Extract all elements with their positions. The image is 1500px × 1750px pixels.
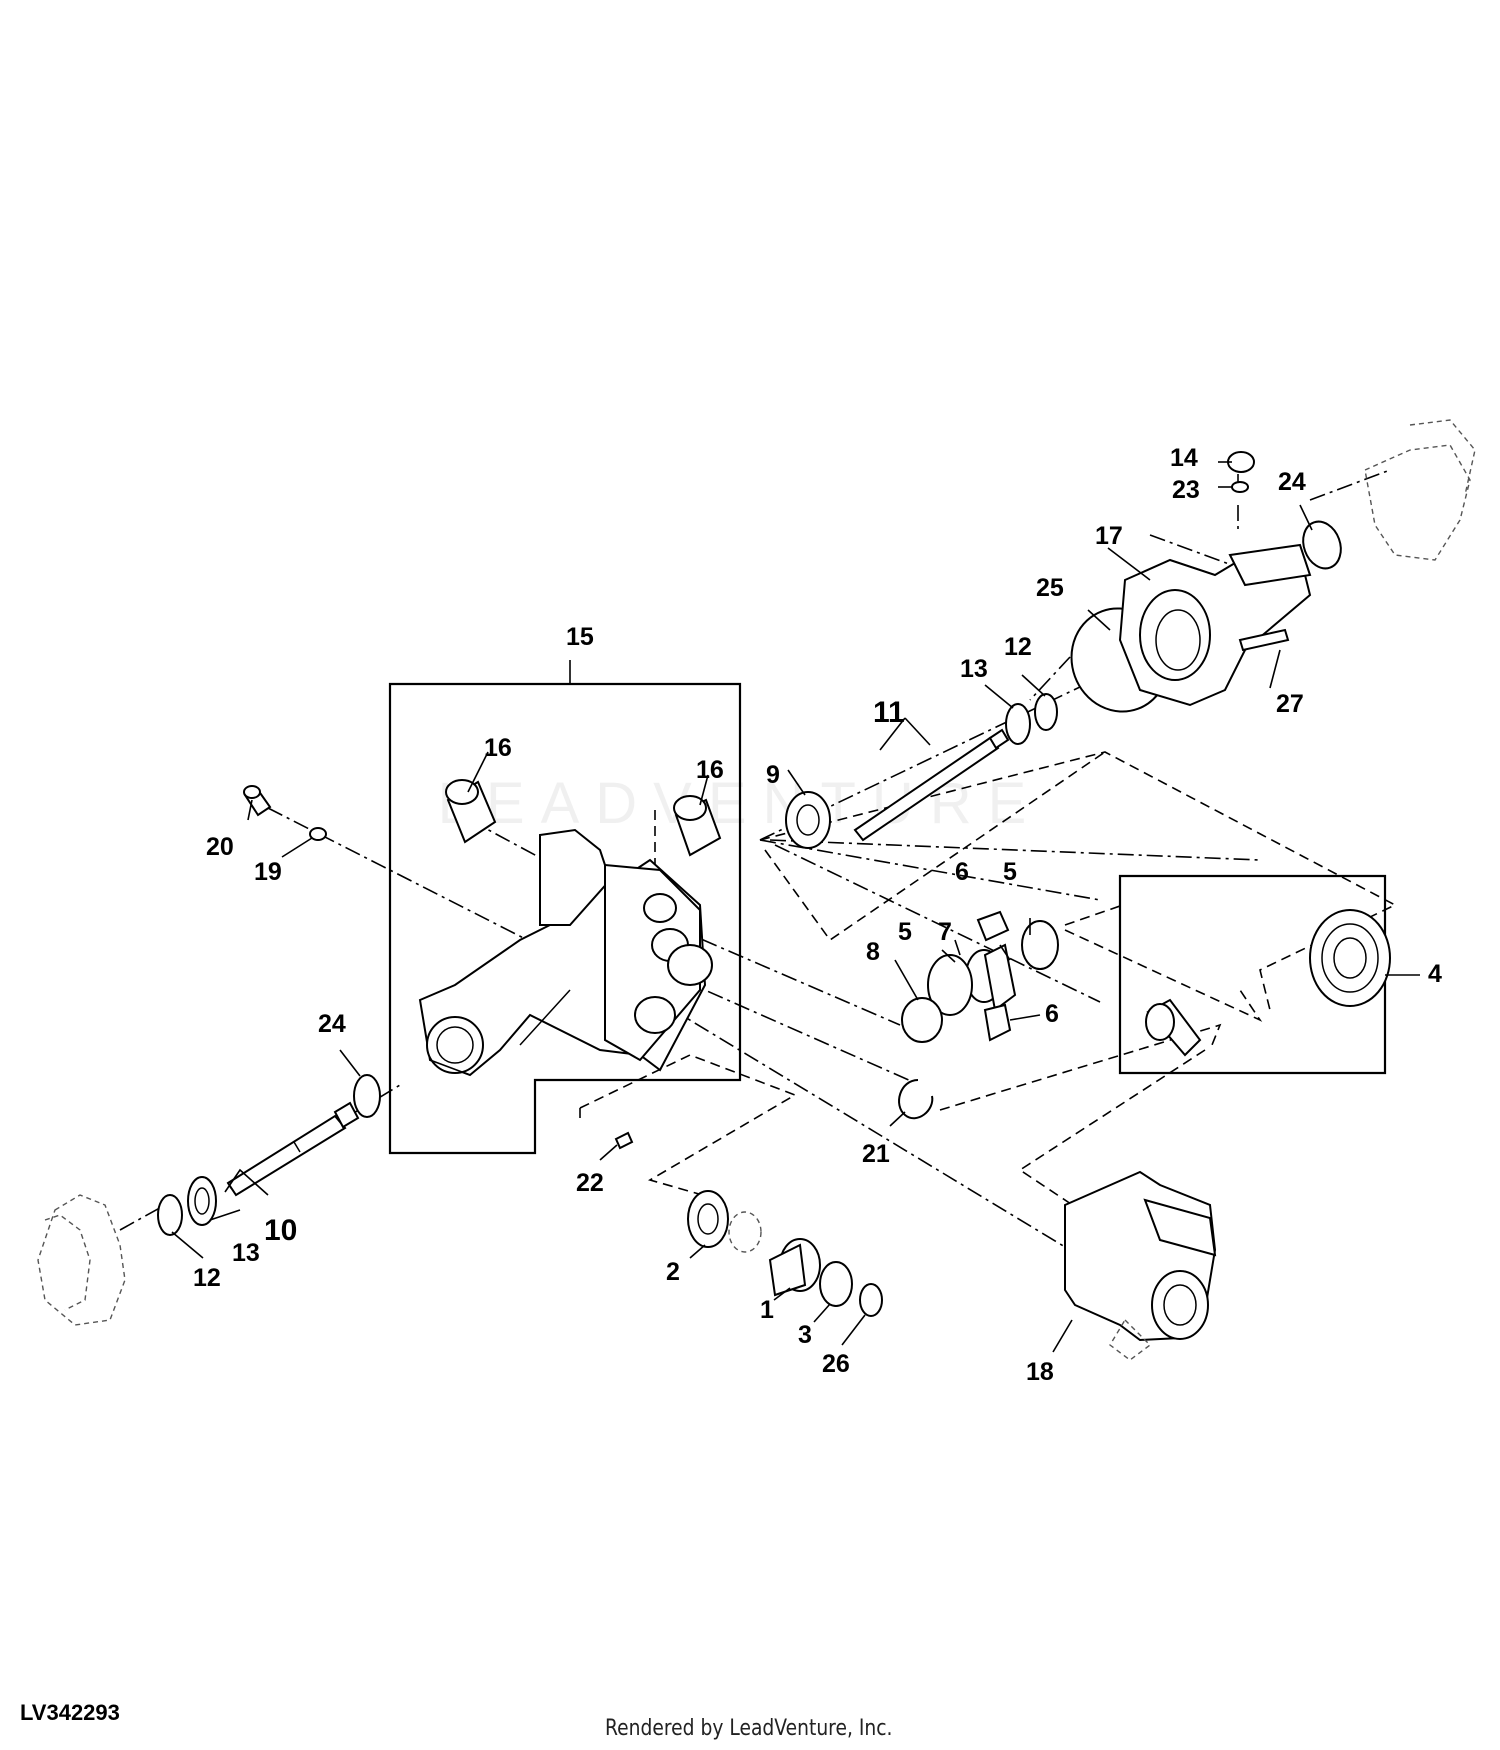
- bearing-left: [187, 1176, 217, 1226]
- callout-9: 9: [766, 761, 780, 789]
- callout-5a: 5: [898, 918, 912, 946]
- callout-24a: 24: [318, 1010, 346, 1038]
- axle-shaft-left: [226, 1101, 360, 1197]
- callout-25: 25: [1036, 574, 1064, 602]
- bolt-27: [1238, 628, 1290, 652]
- o-ring-left: [353, 1074, 381, 1118]
- callout-labels: 1 2 3 4 5 5 6 6 7 8 9 10 11 12 12 13 13 …: [193, 444, 1442, 1386]
- callout-24b: 24: [1278, 468, 1306, 496]
- callout-1: 1: [760, 1296, 774, 1324]
- lower-axle-housing: [1064, 1170, 1217, 1361]
- bearing-9-inner: [796, 804, 820, 836]
- pinion-gear-1: [768, 1238, 821, 1297]
- differential-gears: [901, 910, 1059, 1043]
- bearing-left-inner: [194, 1187, 210, 1215]
- callout-19: 19: [254, 858, 282, 886]
- snap-ring: [898, 1079, 934, 1120]
- callout-12a: 12: [193, 1264, 221, 1292]
- callout-21: 21: [862, 1140, 890, 1168]
- wheel-hub-right-outline: [1364, 419, 1476, 561]
- callout-17: 17: [1095, 522, 1123, 550]
- callout-11: 11: [873, 696, 905, 729]
- o-ring-right: [1302, 520, 1342, 570]
- callout-10: 10: [264, 1214, 297, 1247]
- roll-pin: [614, 1131, 634, 1150]
- upper-axle-housing: [1118, 543, 1312, 707]
- axle-housing: [418, 828, 713, 1077]
- callout-15: 15: [566, 623, 594, 651]
- callout-3: 3: [798, 1321, 812, 1349]
- axle-shaft-right: [853, 728, 1010, 842]
- assembly-route-lines: [579, 751, 1397, 1211]
- callout-13b: 13: [960, 655, 988, 683]
- callout-12b: 12: [1004, 633, 1032, 661]
- washer-19: [309, 827, 327, 841]
- callout-18: 18: [1026, 1358, 1054, 1386]
- washer-23: [1231, 481, 1249, 493]
- callout-6b: 6: [1045, 1000, 1059, 1028]
- callout-7: 7: [938, 918, 952, 946]
- callout-4: 4: [1428, 960, 1442, 988]
- image-id-label: LV342293: [20, 1700, 120, 1725]
- ring-gear: [1309, 909, 1391, 1007]
- bushing-right: [673, 795, 722, 857]
- plug-bolt: [243, 785, 272, 817]
- bearing-26: [859, 1283, 883, 1317]
- wheel-hub-left-outline: [37, 1194, 126, 1326]
- render-credit: Rendered by LeadVenture, Inc.: [605, 1716, 893, 1741]
- callout-26: 26: [822, 1350, 850, 1378]
- bearing-3: [819, 1261, 853, 1307]
- callout-23: 23: [1172, 476, 1200, 504]
- bushing-left: [445, 779, 497, 844]
- callout-16b: 16: [696, 756, 724, 784]
- callout-16a: 16: [484, 734, 512, 762]
- housing-assembly-frame: [388, 682, 742, 1155]
- gear-left: [157, 1194, 183, 1236]
- callout-6a: 6: [955, 858, 969, 886]
- callout-13a: 13: [232, 1239, 260, 1267]
- drive-pinion: [1145, 998, 1202, 1057]
- callout-2: 2: [666, 1258, 680, 1286]
- bearing-2: [687, 1190, 729, 1248]
- callout-5b: 5: [1003, 858, 1017, 886]
- callout-8: 8: [866, 938, 880, 966]
- gear-right: [1034, 693, 1058, 731]
- callout-22: 22: [576, 1169, 604, 1197]
- bearing-right: [1005, 703, 1031, 745]
- bearing-9: [785, 791, 831, 849]
- callout-14: 14: [1170, 444, 1198, 472]
- bearing-2-inner: [697, 1203, 719, 1235]
- leader-lines: [171, 461, 1420, 1353]
- ring-pinion-assembly-frame: [1118, 874, 1387, 1075]
- callout-20: 20: [206, 833, 234, 861]
- bearing-2-ghost: [728, 1211, 762, 1253]
- callout-27: 27: [1276, 690, 1304, 718]
